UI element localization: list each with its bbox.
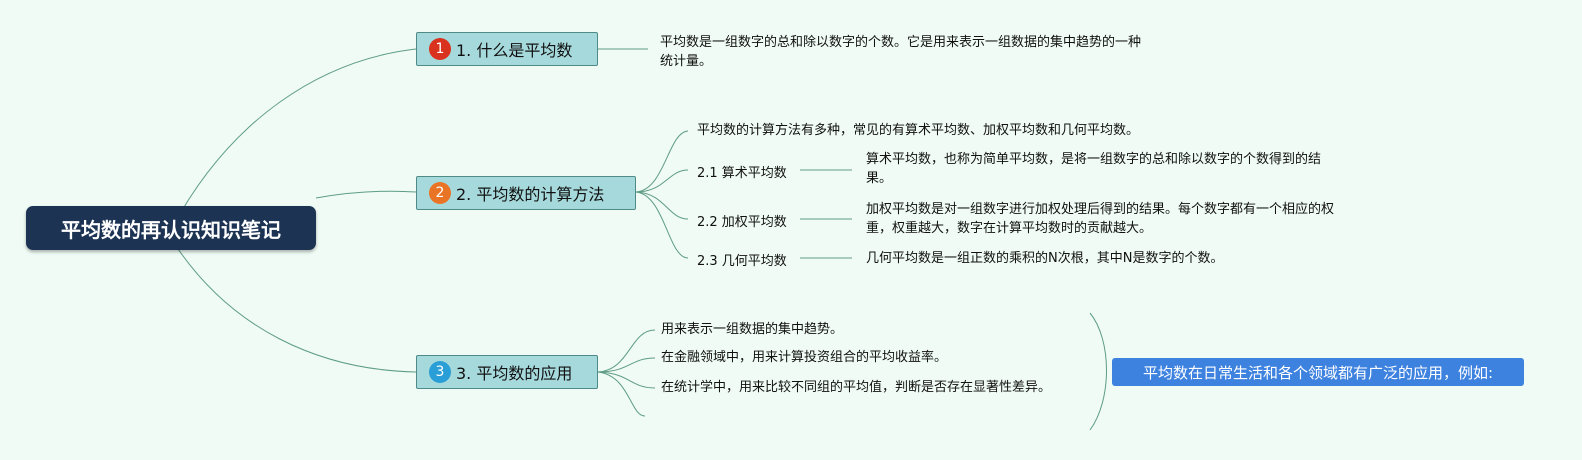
summary-text: 平均数在日常生活和各个领域都有广泛的应用，例如: <box>1142 363 1494 382</box>
branch-2-link-item3 <box>635 191 689 259</box>
summary-bracket <box>1089 312 1107 431</box>
branch-2-link-intro <box>635 130 689 193</box>
definition-text[interactable]: 平均数是一组数字的总和除以数字的个数。它是用来表示一组数据的集中趋势的一种统计量… <box>660 35 1142 69</box>
calc-intro-text[interactable]: 平均数的计算方法有多种，常见的有算术平均数、加权平均数和几何平均数。 <box>697 123 1140 138</box>
application-item[interactable]: 用来表示一组数据的集中趋势。 <box>661 322 844 337</box>
weighted-mean-desc[interactable]: 加权平均数是对一组数字进行加权处理后得到的结果。每个数字都有一个相应的权重，权重… <box>866 202 1335 236</box>
applications-summary[interactable]: 平均数在日常生活和各个领域都有广泛的应用，例如: <box>1112 358 1524 386</box>
branch-what-is-average[interactable]: 1 1. 什么是平均数 <box>416 32 598 66</box>
sub-topic-geometric-mean[interactable]: 2.3 几何平均数 <box>697 254 787 269</box>
branch-applications[interactable]: 3 3. 平均数的应用 <box>416 355 598 389</box>
branch-label: 1. 什么是平均数 <box>456 41 573 60</box>
root-to-branch-2 <box>315 190 417 199</box>
branch-3-link-extra <box>597 371 646 417</box>
branch-2-link-item2 <box>635 191 689 220</box>
branch-label: 3. 平均数的应用 <box>456 364 573 383</box>
root-to-branch-1 <box>171 48 417 229</box>
sub-topic-arithmetic-mean[interactable]: 2.1 算术平均数 <box>697 166 787 181</box>
number-badge-icon: 1 <box>429 38 451 60</box>
branch-2-link-item1 <box>635 169 689 193</box>
application-item[interactable]: 在统计学中，用来比较不同组的平均值，判断是否存在显著性差异。 <box>661 380 1052 395</box>
branch-3-link-item2 <box>597 357 656 373</box>
number-badge-icon: 3 <box>429 361 451 383</box>
root-title: 平均数的再认识知识笔记 <box>61 217 281 242</box>
branch-label: 2. 平均数的计算方法 <box>456 185 605 204</box>
branch-3-link-item3 <box>597 371 656 389</box>
root-to-branch-3 <box>171 239 417 373</box>
sub-topic-weighted-mean[interactable]: 2.2 加权平均数 <box>697 215 787 230</box>
geometric-mean-desc[interactable]: 几何平均数是一组正数的乘积的N次根，其中N是数字的个数。 <box>866 251 1224 266</box>
application-item[interactable]: 在金融领域中，用来计算投资组合的平均收益率。 <box>661 350 948 365</box>
branch-calculation-methods[interactable]: 2 2. 平均数的计算方法 <box>416 176 636 210</box>
root-topic[interactable]: 平均数的再认识知识笔记 <box>26 206 316 250</box>
number-badge-icon: 2 <box>429 182 451 204</box>
arithmetic-mean-desc[interactable]: 算术平均数，也称为简单平均数，是将一组数字的总和除以数字的个数得到的结果。 <box>866 152 1322 186</box>
branch-3-link-item1 <box>597 329 656 373</box>
